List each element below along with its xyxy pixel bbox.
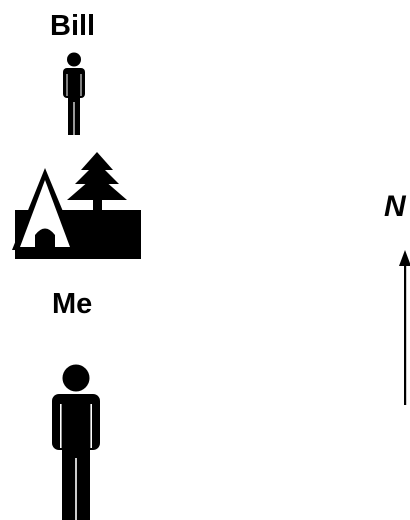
bill-person-icon bbox=[62, 52, 86, 136]
bill-label: Bill bbox=[50, 12, 95, 41]
north-label: N bbox=[384, 192, 406, 222]
campsite-icon bbox=[15, 152, 141, 260]
north-arrow-icon bbox=[398, 250, 410, 406]
me-person-icon bbox=[51, 364, 101, 520]
me-label: Me bbox=[52, 290, 92, 319]
